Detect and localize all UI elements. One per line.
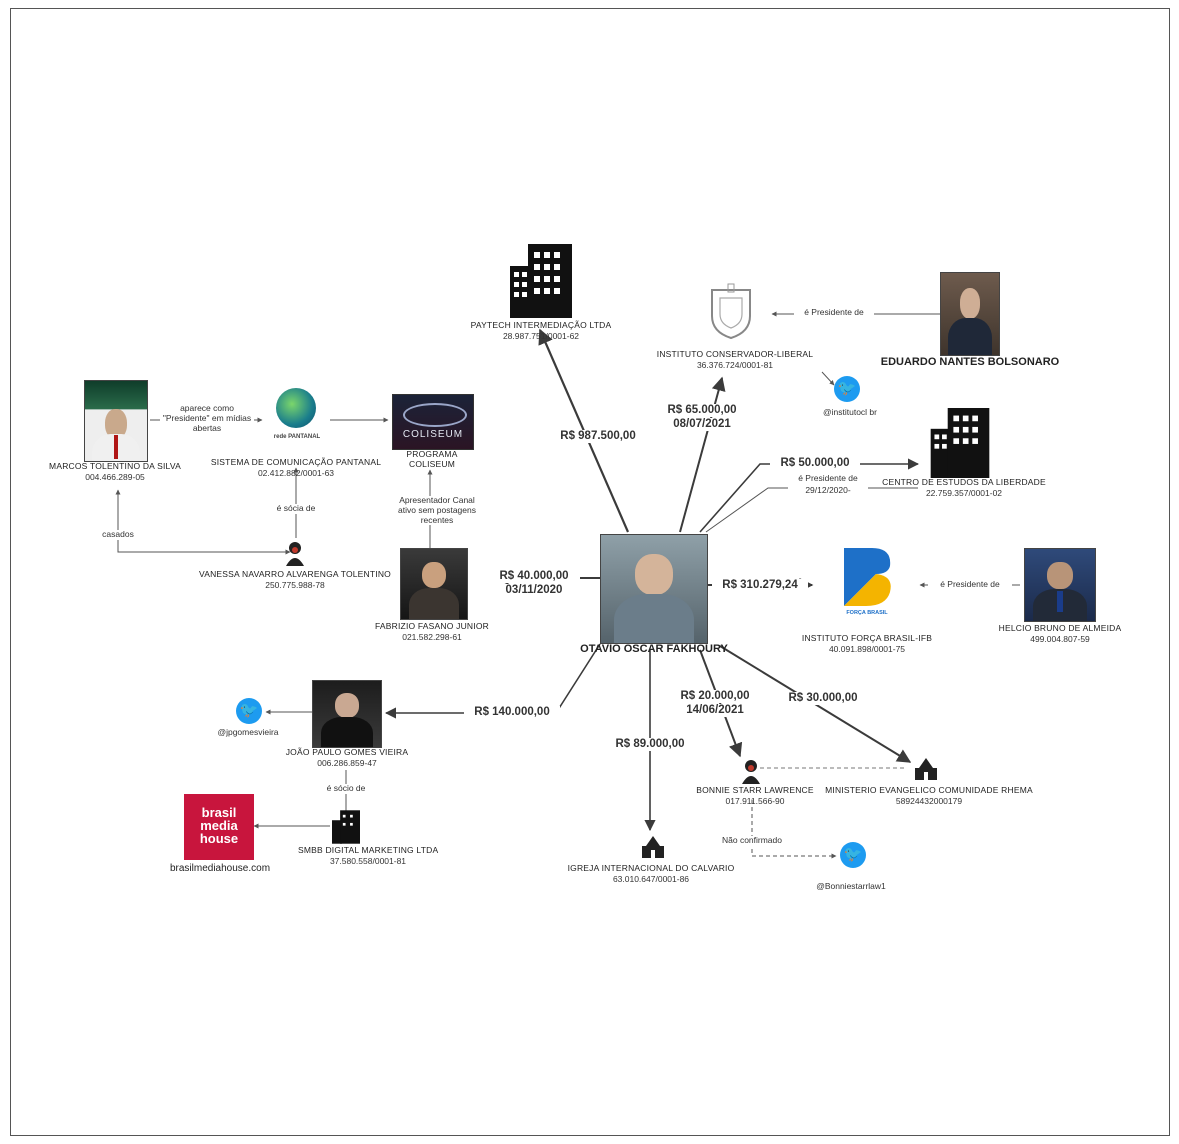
brasil-media-house-logo: brasil media house (184, 794, 254, 860)
instituto-conservador-name: INSTITUTO CONSERVADOR-LIBERAL (656, 349, 814, 359)
fabrizio-amount: R$ 40.000,00 (488, 570, 580, 584)
fabrizio-photo (400, 548, 468, 620)
edge-instituto (679, 376, 726, 533)
instituto-forca-name: INSTITUTO FORÇA BRASIL-IFB (801, 633, 933, 643)
instituto-conservador-doc: 36.376.724/0001-81 (696, 360, 774, 370)
helcio-name: HELCIO BRUNO DE ALMEIDA (998, 623, 1122, 633)
smbb-doc: 37.580.558/0001-81 (329, 856, 407, 866)
person-female-icon (286, 542, 304, 566)
paytech-doc: 28.987.751/0001-62 (502, 331, 580, 341)
centro-estudos-doc: 22.759.357/0001-02 (925, 488, 1003, 498)
casados-label: casados (96, 529, 140, 540)
instituto-date: 08/07/2021 (652, 418, 752, 432)
page-frame (10, 8, 1170, 1136)
building-icon (930, 408, 990, 478)
forca-brasil-logo: FORÇA BRASIL (836, 544, 898, 624)
coliseum-logo-text: COLISEUM (402, 429, 464, 440)
sistema-pantanal-logo: rede PANTANAL (266, 388, 328, 446)
joao-photo (312, 680, 382, 748)
vanessa-doc: 250.775.988-78 (265, 580, 325, 590)
edge-centro-president (705, 487, 918, 533)
instituto-twitter-handle: @institutocl br (823, 407, 877, 417)
marcos-president-label: aparece como "Presidente" em mídias aber… (160, 403, 254, 434)
ministerio-amount: R$ 30.000,00 (780, 692, 866, 706)
centro-estudos-name: CENTRO DE ESTUDOS DA LIBERDADE (882, 477, 1046, 487)
igreja-amount: R$ 89.000,00 (608, 738, 692, 752)
building-icon (332, 810, 360, 844)
ministerio-doc: 58924432000179 (895, 796, 963, 806)
joao-socio-label: é sócio de (320, 783, 372, 794)
fabrizio-doc: 021.582.298-61 (402, 632, 462, 642)
joao-doc: 006.286.859-47 (317, 758, 377, 768)
joao-twitter-handle: @jpgomesvieira (217, 727, 279, 737)
sistema-name: SISTEMA DE COMUNICAÇÃO PANTANAL (210, 457, 382, 467)
marcos-name: MARCOS TOLENTINO DA SILVA (49, 461, 181, 471)
eduardo-photo (940, 272, 1000, 356)
marcos-doc: 004.466.289-05 (85, 472, 145, 482)
church-icon (915, 758, 937, 780)
church-icon (642, 836, 664, 858)
coliseum-logo: COLISEUM (392, 394, 474, 450)
vanessa-socia-label: é sócia de (268, 503, 324, 514)
center-name: OTAVIO OSCAR FAKHOURY (580, 643, 728, 655)
eduardo-president-label: é Presidente de (794, 307, 874, 318)
instituto-crest-logo (711, 283, 751, 340)
bonnie-doc: 017.911.566-90 (725, 796, 785, 806)
fabrizio-date: 03/11/2020 (488, 584, 580, 598)
centro-president-label: é Presidente de (788, 473, 868, 484)
twitter-icon[interactable]: 🐦 (834, 376, 860, 402)
fabrizio-name: FABRIZIO FASANO JUNIOR (375, 621, 489, 631)
edge-centro (699, 458, 920, 533)
fabrizio-apresentador-label: Apresentador Canal ativo sem postagens r… (394, 495, 480, 526)
joao-name: JOÃO PAULO GOMES VIEIRA (285, 747, 409, 757)
sistema-logo-text: rede PANTANAL (273, 434, 321, 440)
helcio-photo (1024, 548, 1096, 622)
helcio-president-label: é Presidente de (928, 579, 1012, 590)
bonnie-date: 14/06/2021 (672, 704, 758, 718)
igreja-doc: 63.010.647/0001-86 (612, 874, 690, 884)
igreja-name: IGREJA INTERNACIONAL DO CALVARIO (567, 863, 735, 873)
person-female-icon (742, 760, 760, 784)
sistema-doc: 02.412.882/0001-63 (257, 468, 335, 478)
forca-amount: R$ 310.279,24 (712, 579, 808, 593)
coliseum-name: PROGRAMA COLISEUM (406, 449, 458, 469)
instituto-amount: R$ 65.000,00 (652, 404, 752, 418)
marcos-photo (84, 380, 148, 462)
helcio-doc: 499.004.807-59 (1030, 634, 1090, 644)
centro-amount: R$ 50.000,00 (770, 457, 860, 471)
center-photo (600, 534, 708, 644)
bonnie-nao-confirmado-label: Não confirmado (716, 835, 788, 846)
building-icon (510, 244, 572, 318)
eduardo-name: EDUARDO NANTES BOLSONARO (880, 356, 1060, 368)
edge-bonnie-twitter (751, 800, 837, 859)
twitter-icon[interactable]: 🐦 (840, 842, 866, 868)
brasil-media-name: brasilmediahouse.com (169, 863, 271, 874)
instituto-forca-doc: 40.091.898/0001-75 (828, 644, 906, 654)
joao-amount: R$ 140.000,00 (464, 706, 560, 720)
smbb-name: SMBB DIGITAL MARKETING LTDA (298, 845, 439, 855)
twitter-icon[interactable]: 🐦 (236, 698, 262, 724)
vanessa-name: VANESSA NAVARRO ALVARENGA TOLENTINO (198, 569, 391, 579)
bonnie-amount: R$ 20.000,00 (672, 690, 758, 704)
forca-logo-text: FORÇA BRASIL (846, 610, 888, 616)
edge-casados (115, 489, 291, 555)
brasil-media-logo-text: brasil media house (199, 805, 239, 846)
edge-inst-twitter (821, 371, 835, 386)
centro-date: 29/12/2020- (788, 485, 868, 496)
bonnie-twitter-handle: @Bonniestarrlaw1 (816, 881, 886, 891)
ministerio-name: MINISTERIO EVANGELICO COMUNIDADE RHEMA (825, 785, 1033, 795)
paytech-name: PAYTECH INTERMEDIAÇÃO LTDA (470, 320, 612, 330)
bonnie-name: BONNIE STARR LAWRENCE (696, 785, 814, 795)
paytech-amount: R$ 987.500,00 (548, 430, 648, 444)
